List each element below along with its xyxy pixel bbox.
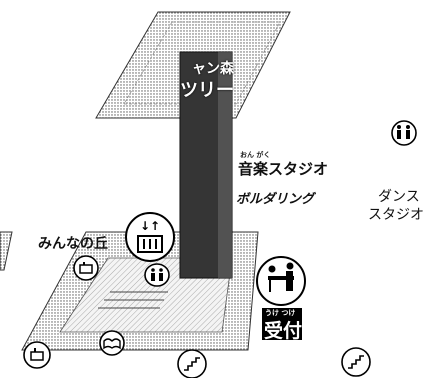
ramp-stripes (98, 291, 168, 309)
restroom-icon-bottom[interactable] (23, 341, 51, 369)
stairs-icon[interactable] (177, 349, 207, 378)
bouldering-label[interactable]: ボルダリング (236, 192, 315, 207)
elevator-icon[interactable]: ↓↑ (125, 212, 175, 262)
music-studio-label[interactable]: 音楽スタジオ (238, 160, 329, 178)
upper-platform-inner (123, 21, 281, 105)
stairs-icon-right[interactable] (341, 347, 371, 377)
reading-room-icon[interactable] (99, 330, 125, 356)
tower-label-top: ャン森 (192, 61, 234, 77)
reception-desk-icon[interactable] (256, 256, 306, 306)
reception-ruby: うけ つけ (265, 309, 296, 317)
restroom-icon-left[interactable] (73, 255, 99, 281)
reception-label-box (262, 308, 302, 340)
kids-toilet-icon[interactable] (144, 263, 170, 287)
tower-label-main: ツリー (180, 80, 234, 101)
dance-studio-label-line1[interactable]: ダンス (378, 189, 420, 205)
tree-tower-shade (218, 52, 232, 278)
reception-label[interactable]: 受付 (264, 320, 303, 342)
dance-studio-label-line2[interactable]: スタジオ (368, 207, 424, 223)
minna-no-oka-label[interactable]: みんなの丘 (38, 236, 108, 252)
music-studio-ruby: おん がく (240, 151, 271, 159)
svg-text:↓↑: ↓↑ (140, 219, 160, 233)
left-edge-fragment (0, 231, 13, 271)
restroom-icon[interactable] (391, 120, 417, 146)
